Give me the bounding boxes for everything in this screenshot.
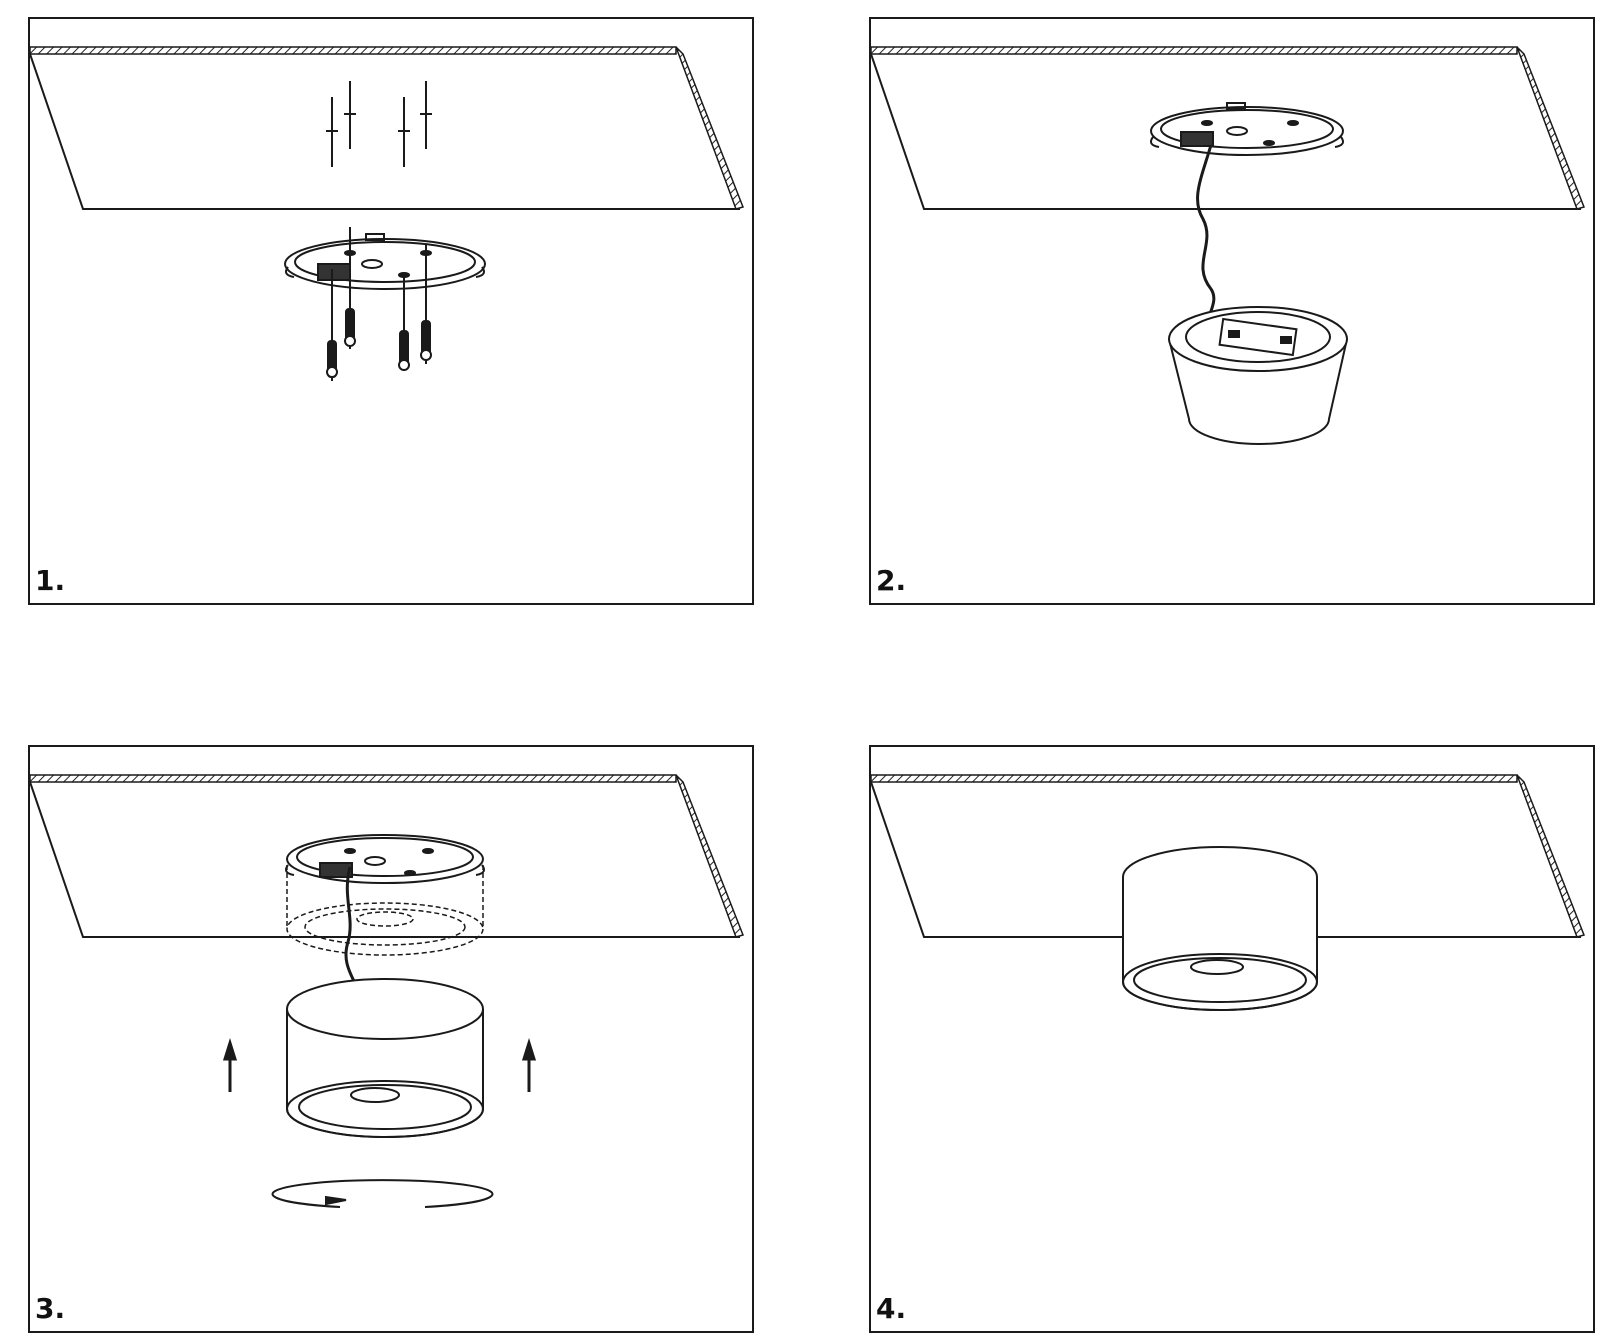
ceiling-slab <box>30 774 744 938</box>
step-number: 4. <box>876 1292 907 1325</box>
screws-and-anchors <box>326 227 432 381</box>
lamp-housing-with-driver <box>1168 306 1348 445</box>
ceiling-slab <box>871 774 1585 938</box>
push-up-arrow-right-icon <box>521 1037 537 1092</box>
step-panel-2: 2. <box>869 17 1595 605</box>
ceiling-slab <box>30 46 744 210</box>
rotate-arrow-icon <box>271 1179 494 1208</box>
step-2-illustration <box>871 46 1585 445</box>
step-number: 3. <box>35 1292 66 1325</box>
step-4-illustration <box>871 774 1585 1011</box>
lamp-body <box>286 978 484 1138</box>
dashed-installed-outline <box>286 865 484 956</box>
installed-lamp <box>1122 846 1318 1011</box>
push-up-arrow-left-icon <box>222 1037 238 1092</box>
mounting-plate <box>285 834 485 884</box>
mounting-plate <box>284 233 486 290</box>
mounting-plate <box>1150 102 1344 156</box>
step-number: 1. <box>35 564 66 597</box>
power-cable <box>344 866 362 998</box>
step-panel-4: 4. <box>869 745 1595 1333</box>
step-3-illustration <box>30 774 744 1208</box>
step-number: 2. <box>876 564 907 597</box>
ceiling-slab <box>871 46 1585 210</box>
step-panel-1: 1. <box>28 17 754 605</box>
drill-hole-marks <box>326 81 432 167</box>
step-panel-3: 3. <box>28 745 754 1333</box>
step-1-illustration <box>30 46 744 381</box>
